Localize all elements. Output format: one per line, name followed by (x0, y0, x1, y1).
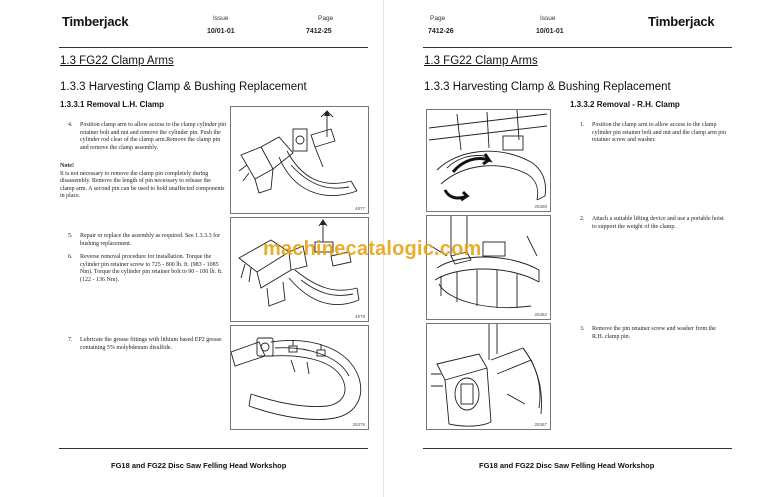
footer-title: FG18 and FG22 Disc Saw Felling Head Work… (111, 461, 287, 470)
footer-rule (59, 448, 368, 449)
issue-label: Issue (213, 15, 229, 22)
step-text: Repair or replace the assembly as requir… (80, 233, 221, 247)
step-number: 1. (580, 122, 585, 128)
subsubsection-title: 1.3.3.2 Removal - R.H. Clamp (570, 100, 680, 109)
figure-clamp-cylinder-pin: 4877 (230, 106, 369, 214)
lifting-clamp-illustration (430, 216, 540, 309)
step-number: 3. (580, 326, 585, 332)
brand-logo: Timberjack (648, 14, 715, 29)
figure-number: 25388 (534, 204, 547, 209)
clamp-arm-illustration (238, 110, 358, 196)
rh-clamp-illustration (428, 110, 548, 202)
page-value: 7412-25 (306, 28, 332, 35)
subsubsection-title: 1.3.3.1 Removal L.H. Clamp (60, 100, 165, 109)
note-heading: Note! (60, 163, 74, 169)
page-label: Page (430, 15, 446, 22)
left-page: Timberjack Issue 10/01-01 Page 7412-25 1… (59, 14, 369, 470)
figure-number: 25379 (352, 422, 365, 427)
page-value: 7412-26 (428, 28, 454, 35)
figure-grease-fittings: 25379 (230, 325, 369, 430)
page-label: Page (318, 15, 334, 22)
header-rule (59, 47, 368, 48)
right-page: Page 7412-26 Issue 10/01-01 Timberjack 1… (384, 0, 768, 497)
footer-title: FG18 and FG22 Disc Saw Felling Head Work… (479, 461, 655, 470)
step-number: 2. (580, 216, 585, 222)
issue-value: 10/01-01 (536, 28, 564, 35)
figure-number: 4877 (354, 206, 365, 211)
step-number: 6. (68, 254, 73, 260)
footer-rule (423, 448, 732, 449)
watermark: machinecatalogic.com (263, 238, 482, 260)
issue-label: Issue (540, 15, 556, 22)
page-divider (383, 0, 384, 497)
header-rule (423, 47, 732, 48)
step-item: 4. Position clamp arm to allow access to… (68, 122, 228, 162)
figure-pin-retainer: 25387 (426, 323, 551, 430)
step-text: Reverse removal procedure for installati… (80, 254, 223, 283)
step-number: 4. (68, 122, 73, 128)
brand-logo: Timberjack (62, 14, 129, 29)
step-text: Attach a suitable lifting device and use… (592, 216, 724, 230)
step-text: Position clamp arm to allow access to th… (80, 122, 226, 151)
step-text: Remove the pin retainer screw and washer… (592, 326, 716, 340)
figure-number: 4879 (354, 314, 365, 319)
figure-clamp-retainer: 25388 (426, 109, 551, 212)
subsection-title: 1.3.3 Harvesting Clamp & Bushing Replace… (424, 81, 671, 93)
figure-clamp-assembly: 4879 (230, 217, 369, 322)
section-title: 1.3 FG22 Clamp Arms (60, 55, 174, 67)
clamp-assembly-illustration (238, 219, 360, 307)
note-block: Note! It is not necessary to remove the … (60, 163, 225, 201)
step-text: Lubricate the grease fittings with lithi… (80, 337, 222, 351)
section-title: 1.3 FG22 Clamp Arms (424, 55, 538, 67)
clamp-arm-lubrication-illustration (231, 337, 362, 420)
pin-retainer-illustration (431, 324, 542, 427)
step-text: Position the clamp arm to allow access t… (592, 122, 726, 144)
figure-lifting-device: 25382 (426, 215, 551, 320)
note-text: It is not necessary to remove the clamp … (60, 170, 225, 200)
issue-value: 10/01-01 (207, 28, 235, 35)
figure-number: 25382 (534, 312, 547, 317)
step-number: 7. (68, 337, 73, 343)
figure-number: 25387 (534, 422, 547, 427)
subsection-title: 1.3.3 Harvesting Clamp & Bushing Replace… (60, 81, 307, 93)
step-number: 5. (68, 233, 73, 239)
